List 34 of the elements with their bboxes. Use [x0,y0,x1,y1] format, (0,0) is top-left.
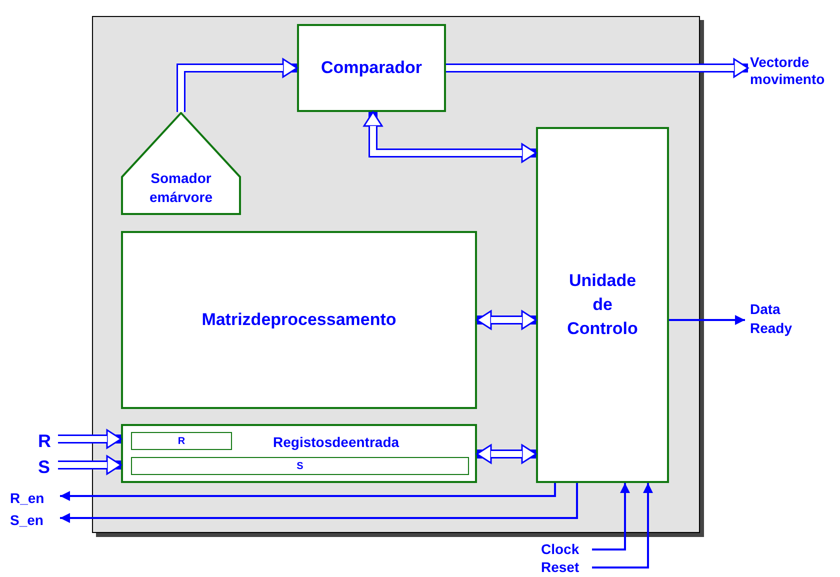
bus-arrow [363,111,537,163]
block-label: Registosdeentrada [273,434,400,450]
register-s [131,457,469,475]
signal-arrow [60,483,556,501]
register-r [131,432,232,450]
block-label: Somador emárvore [148,169,214,207]
signal-arrow [592,483,630,550]
block-label: S_en [10,512,44,528]
block-label: Comparador [320,57,422,80]
input-registers-block [121,424,477,483]
block-label: Vectorde movimento [750,54,826,88]
bus-arrow [476,310,537,330]
block-label: Unidade de Controlo [566,270,639,340]
bus-arrow [476,444,537,464]
processing-matrix-block [121,231,477,409]
block-label: Data Ready [750,300,794,338]
signal-arrow [592,483,653,568]
signal-arrow [669,315,745,325]
block-label: R [38,431,51,451]
block-label: S [38,457,50,477]
block-label: Matrizdeprocessamento [202,309,396,332]
bus-arrow [176,58,298,112]
bus-arrow [446,58,749,78]
control-unit-block [536,127,669,483]
signal-arrow [60,483,578,523]
block-label: S [296,460,304,474]
block-label: Clock [541,541,580,558]
bus-arrow [58,429,122,449]
bus-arrow [58,455,122,475]
comparator-block [297,24,446,112]
block-label: Reset [541,559,580,576]
adder-tree-block [121,112,241,215]
block-label: R [178,434,186,448]
block-label: R_en [10,490,44,506]
